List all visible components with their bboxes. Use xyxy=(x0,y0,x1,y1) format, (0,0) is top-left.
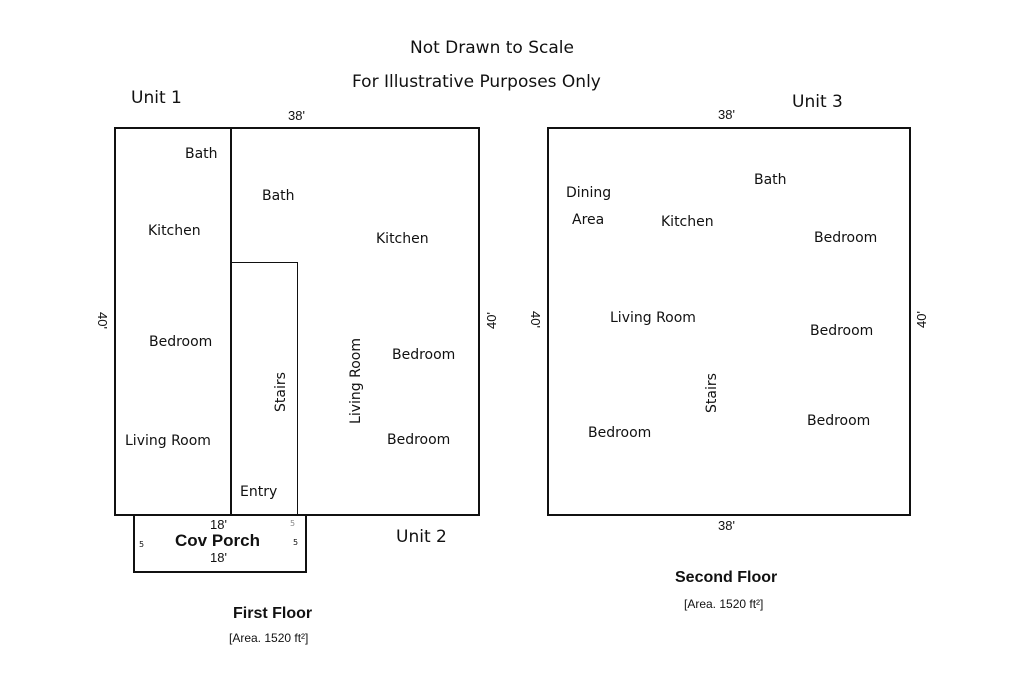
second-floor-outline xyxy=(547,127,911,516)
second-floor-area: [Area. 1520 ft²] xyxy=(684,597,764,611)
unit1-bedroom: Bedroom xyxy=(149,334,213,350)
note-illustrative: For Illustrative Purposes Only xyxy=(352,72,601,92)
unit3-stairs: Stairs xyxy=(703,373,720,413)
unit1-living-room: Living Room xyxy=(125,433,211,449)
unit3-bedroom-4: Bedroom xyxy=(588,425,652,441)
first-floor-dim-top: 38' xyxy=(288,108,305,123)
first-floor-dim-left: 40' xyxy=(94,312,110,329)
unit2-living-room: Living Room xyxy=(347,338,364,424)
unit-divider-wall xyxy=(230,127,232,516)
second-floor-dim-right: 40' xyxy=(913,311,929,328)
porch-corner-mark: 5 xyxy=(290,519,296,528)
porch-dim-bottom: 18' xyxy=(210,550,227,565)
unit1-bath: Bath xyxy=(185,146,218,162)
unit2-bedroom-1: Bedroom xyxy=(392,347,456,363)
covered-porch xyxy=(133,514,307,573)
note-not-to-scale: Not Drawn to Scale xyxy=(410,38,574,58)
unit2-bedroom-2: Bedroom xyxy=(387,432,451,448)
porch-dim-top: 18' xyxy=(210,517,227,532)
unit3-bedroom-2: Bedroom xyxy=(810,323,874,339)
unit2-bath: Bath xyxy=(262,188,295,204)
unit3-dining: Dining xyxy=(566,185,612,201)
porch-side-left: 5 xyxy=(139,540,145,549)
second-floor-label: Second Floor xyxy=(675,569,778,586)
first-floor-label: First Floor xyxy=(233,605,313,622)
second-floor-dim-left: 40' xyxy=(527,311,543,328)
unit3-dining-area: Area xyxy=(572,212,605,228)
porch-label: Cov Porch xyxy=(175,531,261,550)
unit2-label: Unit 2 xyxy=(396,527,447,547)
second-floor-dim-top: 38' xyxy=(718,107,735,122)
unit1-kitchen: Kitchen xyxy=(148,223,201,239)
unit1-label: Unit 1 xyxy=(131,88,182,108)
porch-side-right: 5 xyxy=(293,538,299,547)
unit2-entry: Entry xyxy=(240,484,278,500)
first-floor-dim-right: 40' xyxy=(483,312,499,329)
second-floor-dim-bottom: 38' xyxy=(718,518,735,533)
unit3-kitchen: Kitchen xyxy=(661,214,714,230)
unit3-living-room: Living Room xyxy=(610,310,696,326)
unit3-bedroom-1: Bedroom xyxy=(814,230,878,246)
unit3-bedroom-3: Bedroom xyxy=(807,413,871,429)
unit3-bath: Bath xyxy=(754,172,787,188)
unit2-stairs: Stairs xyxy=(272,372,289,412)
unit3-label: Unit 3 xyxy=(792,92,843,112)
unit2-kitchen: Kitchen xyxy=(376,231,429,247)
first-floor-area: [Area. 1520 ft²] xyxy=(229,631,309,645)
